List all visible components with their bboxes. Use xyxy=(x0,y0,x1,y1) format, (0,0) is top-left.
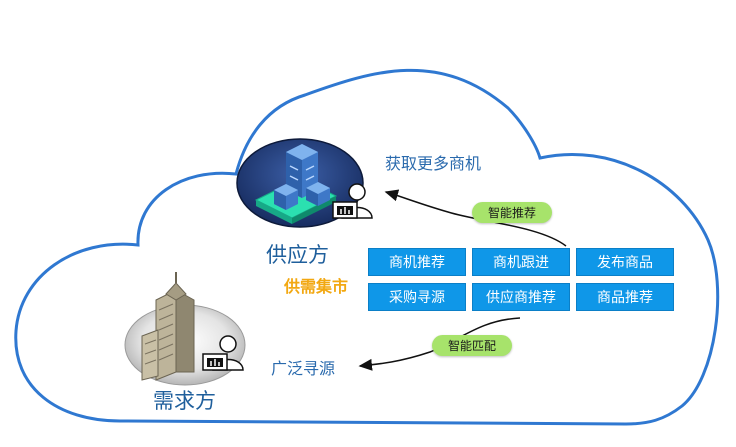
buyer-person-laptop-icon xyxy=(202,335,244,371)
smart-match-badge: 智能匹配 xyxy=(432,335,512,356)
gain-opportunities-label: 获取更多商机 xyxy=(385,154,482,173)
buyer-skyscraper-icon xyxy=(141,272,195,381)
buyer-label: 需求方 xyxy=(153,389,216,413)
curved-arrow-icon xyxy=(384,189,567,247)
service-product-recommend: 商品推荐 xyxy=(576,283,674,311)
smart-recommend-badge: 智能推荐 xyxy=(472,202,552,223)
curved-arrow-icon xyxy=(358,317,521,371)
market-label: 供需集市 xyxy=(284,277,349,296)
supplier-person-laptop-icon xyxy=(332,183,373,219)
wide-sourcing-label: 广泛寻源 xyxy=(271,359,336,378)
service-supplier-recommend: 供应商推荐 xyxy=(472,283,570,311)
supplier-label: 供应方 xyxy=(266,243,329,267)
service-opportunity-followup: 商机跟进 xyxy=(472,248,570,276)
service-publish-product: 发布商品 xyxy=(576,248,674,276)
service-opportunity-recommend: 商机推荐 xyxy=(368,248,466,276)
service-procurement-sourcing: 采购寻源 xyxy=(368,283,466,311)
supplier-buildings-icon xyxy=(254,144,338,224)
service-grid: 商机推荐 商机跟进 发布商品 采购寻源 供应商推荐 商品推荐 xyxy=(368,248,674,313)
